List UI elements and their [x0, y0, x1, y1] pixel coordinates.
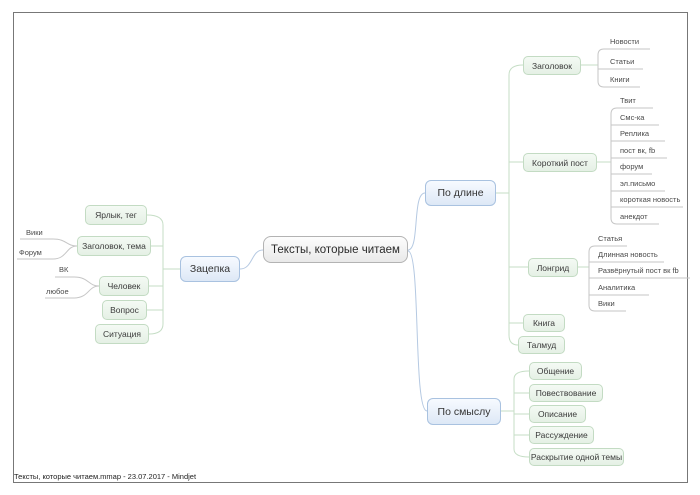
- topic-obshchenie[interactable]: Общение: [529, 362, 582, 380]
- leaf-analitika[interactable]: Аналитика: [598, 283, 636, 292]
- topic-root[interactable]: Тексты, которые читаем: [263, 236, 408, 263]
- topic-kniga[interactable]: Книга: [523, 314, 565, 332]
- leaf-sms-ka[interactable]: Смс-ка: [620, 113, 645, 122]
- leaf-dlinnaya-novost[interactable]: Длинная новость: [598, 250, 658, 259]
- leaf-replika[interactable]: Реплика: [620, 129, 650, 138]
- leaf-statya[interactable]: Статья: [598, 234, 623, 243]
- topic-korotkiy-post[interactable]: Короткий пост: [523, 153, 597, 172]
- topic-situaciya[interactable]: Ситуация: [95, 324, 149, 344]
- topic-zagolovok-tema[interactable]: Заголовок, тема: [77, 236, 151, 256]
- leaf-post-vk-fb[interactable]: пост вк, fb: [620, 146, 656, 155]
- topic-yarlyk-teg[interactable]: Ярлык, тег: [85, 205, 147, 225]
- topic-po-smyslu[interactable]: По смыслу: [427, 398, 501, 425]
- page-border: [13, 12, 688, 483]
- topic-chelovek[interactable]: Человек: [99, 276, 149, 296]
- leaf-knigi[interactable]: Книги: [610, 75, 630, 84]
- topic-vopros[interactable]: Вопрос: [102, 300, 147, 320]
- topic-raskrytie-odnoy-temy[interactable]: Раскрытие одной темы: [529, 448, 624, 466]
- topic-talmud[interactable]: Талмуд: [518, 336, 565, 354]
- leaf-viki[interactable]: Вики: [598, 299, 615, 308]
- topic-longrid[interactable]: Лонгрид: [528, 258, 578, 277]
- connectors-leaf-lines: [17, 48, 690, 312]
- leaf-forum-left[interactable]: Форум: [19, 248, 42, 257]
- connectors-main-branches: [239, 192, 428, 412]
- leaf-korotkaya-novost[interactable]: короткая новость: [620, 195, 681, 204]
- leaf-stati[interactable]: Статьи: [610, 57, 635, 66]
- leaf-viki-left[interactable]: Вики: [26, 228, 43, 237]
- leaf-vk[interactable]: ВК: [59, 265, 69, 274]
- footer-caption: Тексты, которые читаем.mmap - 23.07.2017…: [14, 472, 197, 481]
- leaf-el-pismo[interactable]: эл.письмо: [620, 179, 656, 188]
- leaf-razvyornuty-post[interactable]: Развёрнутый пост вк fb: [598, 266, 679, 275]
- leaf-forum[interactable]: форум: [620, 162, 644, 171]
- connectors-subtopics: [146, 64, 611, 458]
- topic-zagolovok[interactable]: Заголовок: [523, 56, 581, 75]
- topic-opisanie[interactable]: Описание: [529, 405, 586, 423]
- leaf-anekdot[interactable]: анекдот: [620, 212, 648, 221]
- topic-povestvovanie[interactable]: Повествование: [529, 384, 603, 402]
- leaf-lyuboe[interactable]: любое: [46, 287, 69, 296]
- leaf-novosti[interactable]: Новости: [610, 37, 640, 46]
- leaf-tvit[interactable]: Твит: [620, 96, 636, 105]
- topic-po-dline[interactable]: По длине: [425, 180, 496, 206]
- topic-rassuzhdenie[interactable]: Рассуждение: [529, 426, 594, 444]
- topic-zacepka[interactable]: Зацепка: [180, 256, 240, 282]
